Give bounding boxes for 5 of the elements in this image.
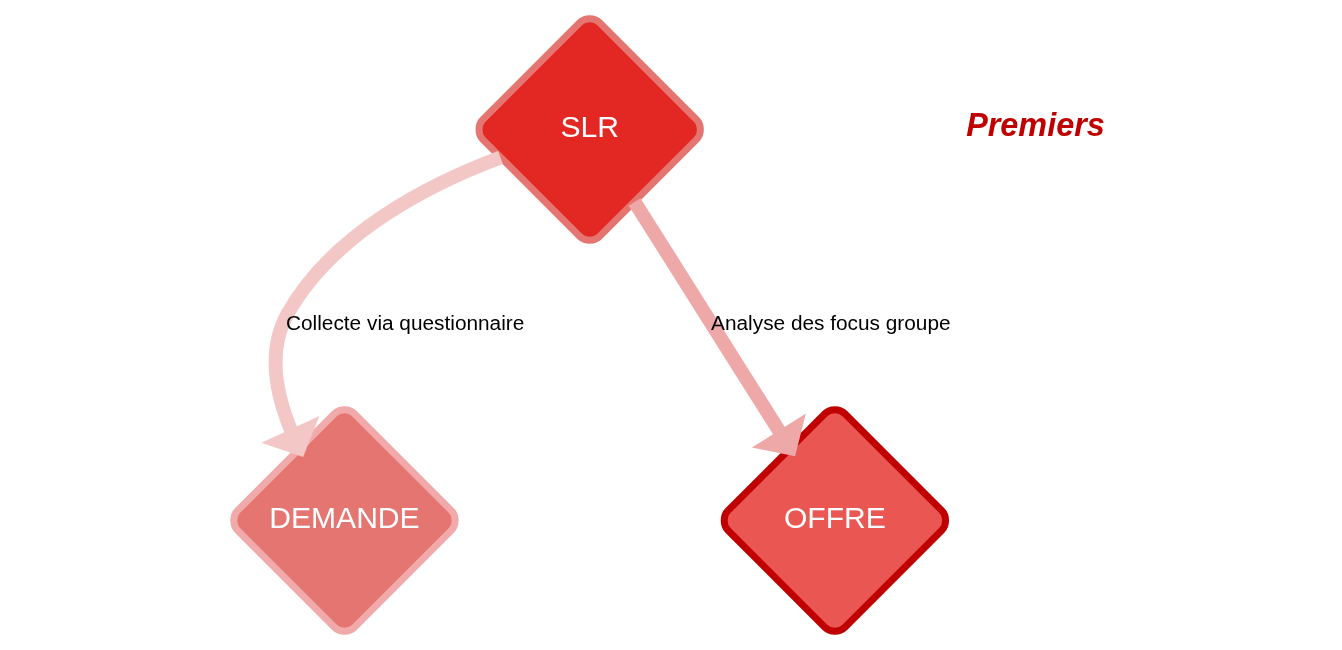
label: Premiers [965, 107, 1105, 144]
arrow [260, 151, 503, 458]
arrow [628, 198, 806, 457]
edge-label: Collecte via questionnaire [285, 311, 524, 335]
edge-label: Analyse des focus groupe [710, 311, 951, 335]
